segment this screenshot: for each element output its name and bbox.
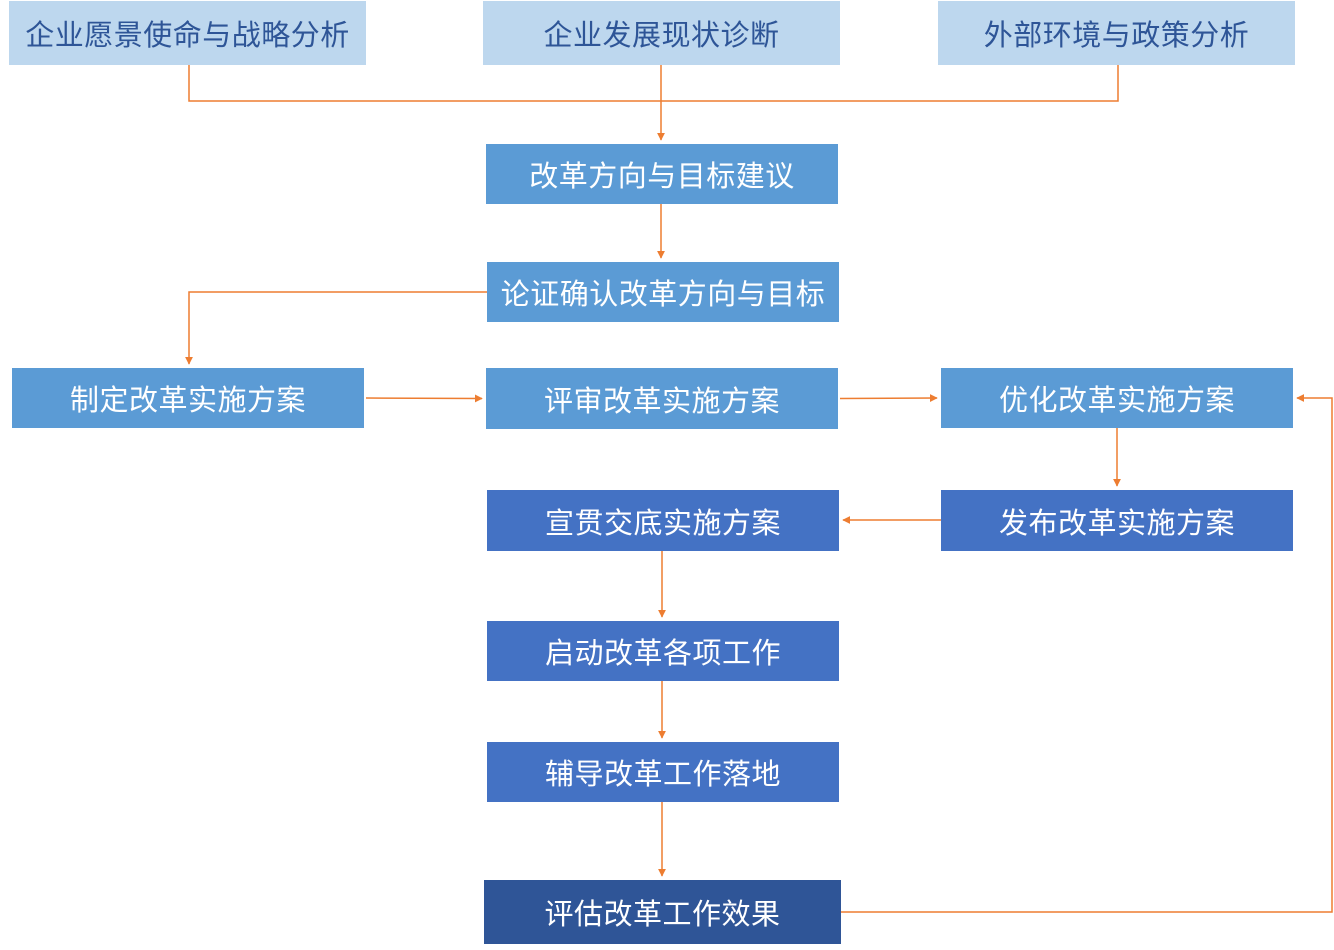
node-coach-implementation: 辅导改革工作落地 <box>487 742 839 802</box>
connector-vision-to-proposal <box>188 65 661 102</box>
connector-evaluate-to-optimize <box>841 394 1333 913</box>
node-direction-goal-proposal: 改革方向与目标建议 <box>486 144 838 204</box>
connector-draft-to-review <box>365 394 483 403</box>
node-launch-work: 启动改革各项工作 <box>487 621 839 681</box>
node-draft-plan: 制定改革实施方案 <box>12 368 364 428</box>
node-publish-plan: 发布改革实施方案 <box>941 490 1293 551</box>
node-confirm-direction-goal: 论证确认改革方向与目标 <box>487 262 839 322</box>
node-review-plan: 评审改革实施方案 <box>486 368 838 429</box>
connector-environment-to-proposal <box>661 65 1119 102</box>
node-optimize-plan: 优化改革实施方案 <box>941 368 1293 428</box>
connector-review-to-optimize <box>839 394 938 403</box>
node-vision-strategy-analysis: 企业愿景使命与战略分析 <box>9 1 366 65</box>
node-environment-policy-analysis: 外部环境与政策分析 <box>938 1 1295 65</box>
node-status-diagnosis: 企业发展现状诊断 <box>483 1 840 65</box>
node-evaluate-effect: 评估改革工作效果 <box>484 880 841 944</box>
node-brief-plan: 宣贯交底实施方案 <box>487 490 839 551</box>
connector-confirm-to-draft <box>185 291 487 365</box>
